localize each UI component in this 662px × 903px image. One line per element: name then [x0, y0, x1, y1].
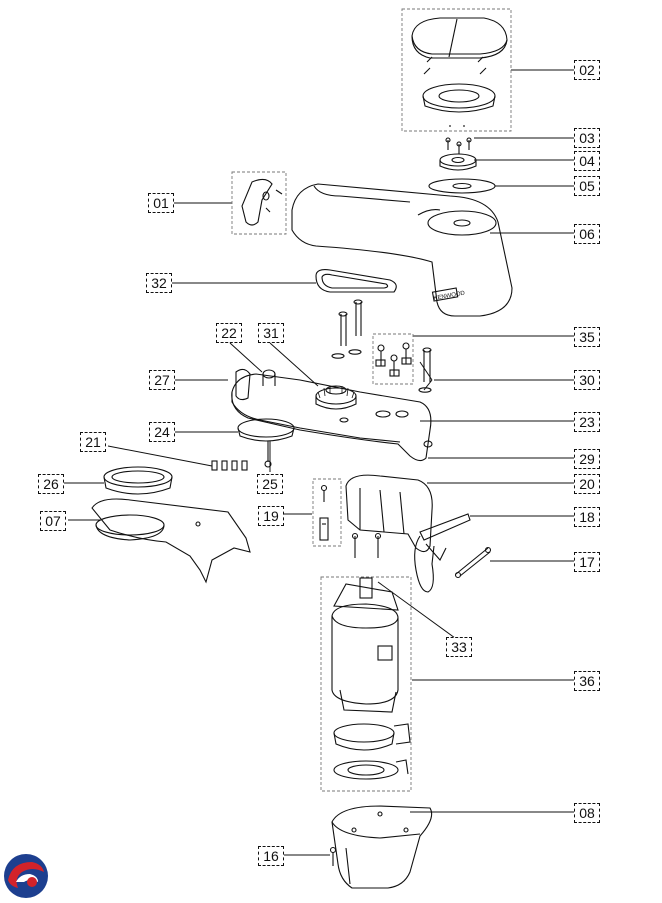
- gear-part: [315, 385, 357, 410]
- screws-19-part: [319, 484, 329, 541]
- callout-36: 36: [574, 671, 600, 691]
- callout-07: 07: [40, 511, 66, 531]
- shaft-part: [454, 546, 492, 579]
- belt-part: [315, 269, 397, 293]
- callout-03: 03: [574, 128, 600, 148]
- leader-lines: [64, 69, 575, 856]
- motor-part: [331, 577, 411, 780]
- callout-01: 01: [148, 193, 174, 213]
- callout-08: 08: [574, 803, 600, 823]
- callout-17: 17: [574, 552, 600, 572]
- group-boxes: [231, 8, 512, 792]
- callout-31: 31: [258, 323, 284, 343]
- callout-22: 22: [216, 323, 242, 343]
- callout-32: 32: [146, 273, 172, 293]
- callout-23: 23: [574, 412, 600, 432]
- callout-24: 24: [149, 422, 175, 442]
- callout-35: 35: [574, 327, 600, 347]
- under-cover-part: [91, 498, 251, 584]
- frame-part: [345, 474, 433, 558]
- callout-21: 21: [80, 432, 106, 452]
- ring-part: [103, 466, 173, 495]
- lever-part: [414, 513, 471, 593]
- callout-33: 33: [446, 637, 472, 657]
- callout-06: 06: [574, 224, 600, 244]
- callout-04: 04: [574, 151, 600, 171]
- callout-19: 19: [258, 506, 284, 526]
- callout-16: 16: [258, 846, 284, 866]
- bolts-part: [331, 299, 432, 393]
- callout-29: 29: [574, 449, 600, 469]
- small-pins-part: [211, 460, 248, 471]
- screw-16-part: [329, 846, 337, 866]
- hub-screws-washer: [428, 137, 496, 194]
- top-cover-part: [411, 17, 508, 127]
- callout-30: 30: [574, 370, 600, 390]
- callout-20: 20: [574, 474, 600, 494]
- outlet-part: [237, 418, 295, 468]
- head-housing-part: KENWOOD: [291, 183, 513, 317]
- gearbox-arm-part: [231, 368, 433, 462]
- callout-25: 25: [257, 474, 283, 494]
- site-logo: [4, 854, 48, 898]
- screw-set-part: [375, 342, 412, 377]
- callout-02: 02: [574, 60, 600, 80]
- callout-27: 27: [149, 370, 175, 390]
- callout-05: 05: [574, 176, 600, 196]
- brand-mark: KENWOOD: [433, 290, 466, 302]
- latch-part: [241, 178, 283, 226]
- callout-26: 26: [38, 474, 64, 494]
- callout-18: 18: [574, 507, 600, 527]
- base-cover-part: [331, 805, 433, 889]
